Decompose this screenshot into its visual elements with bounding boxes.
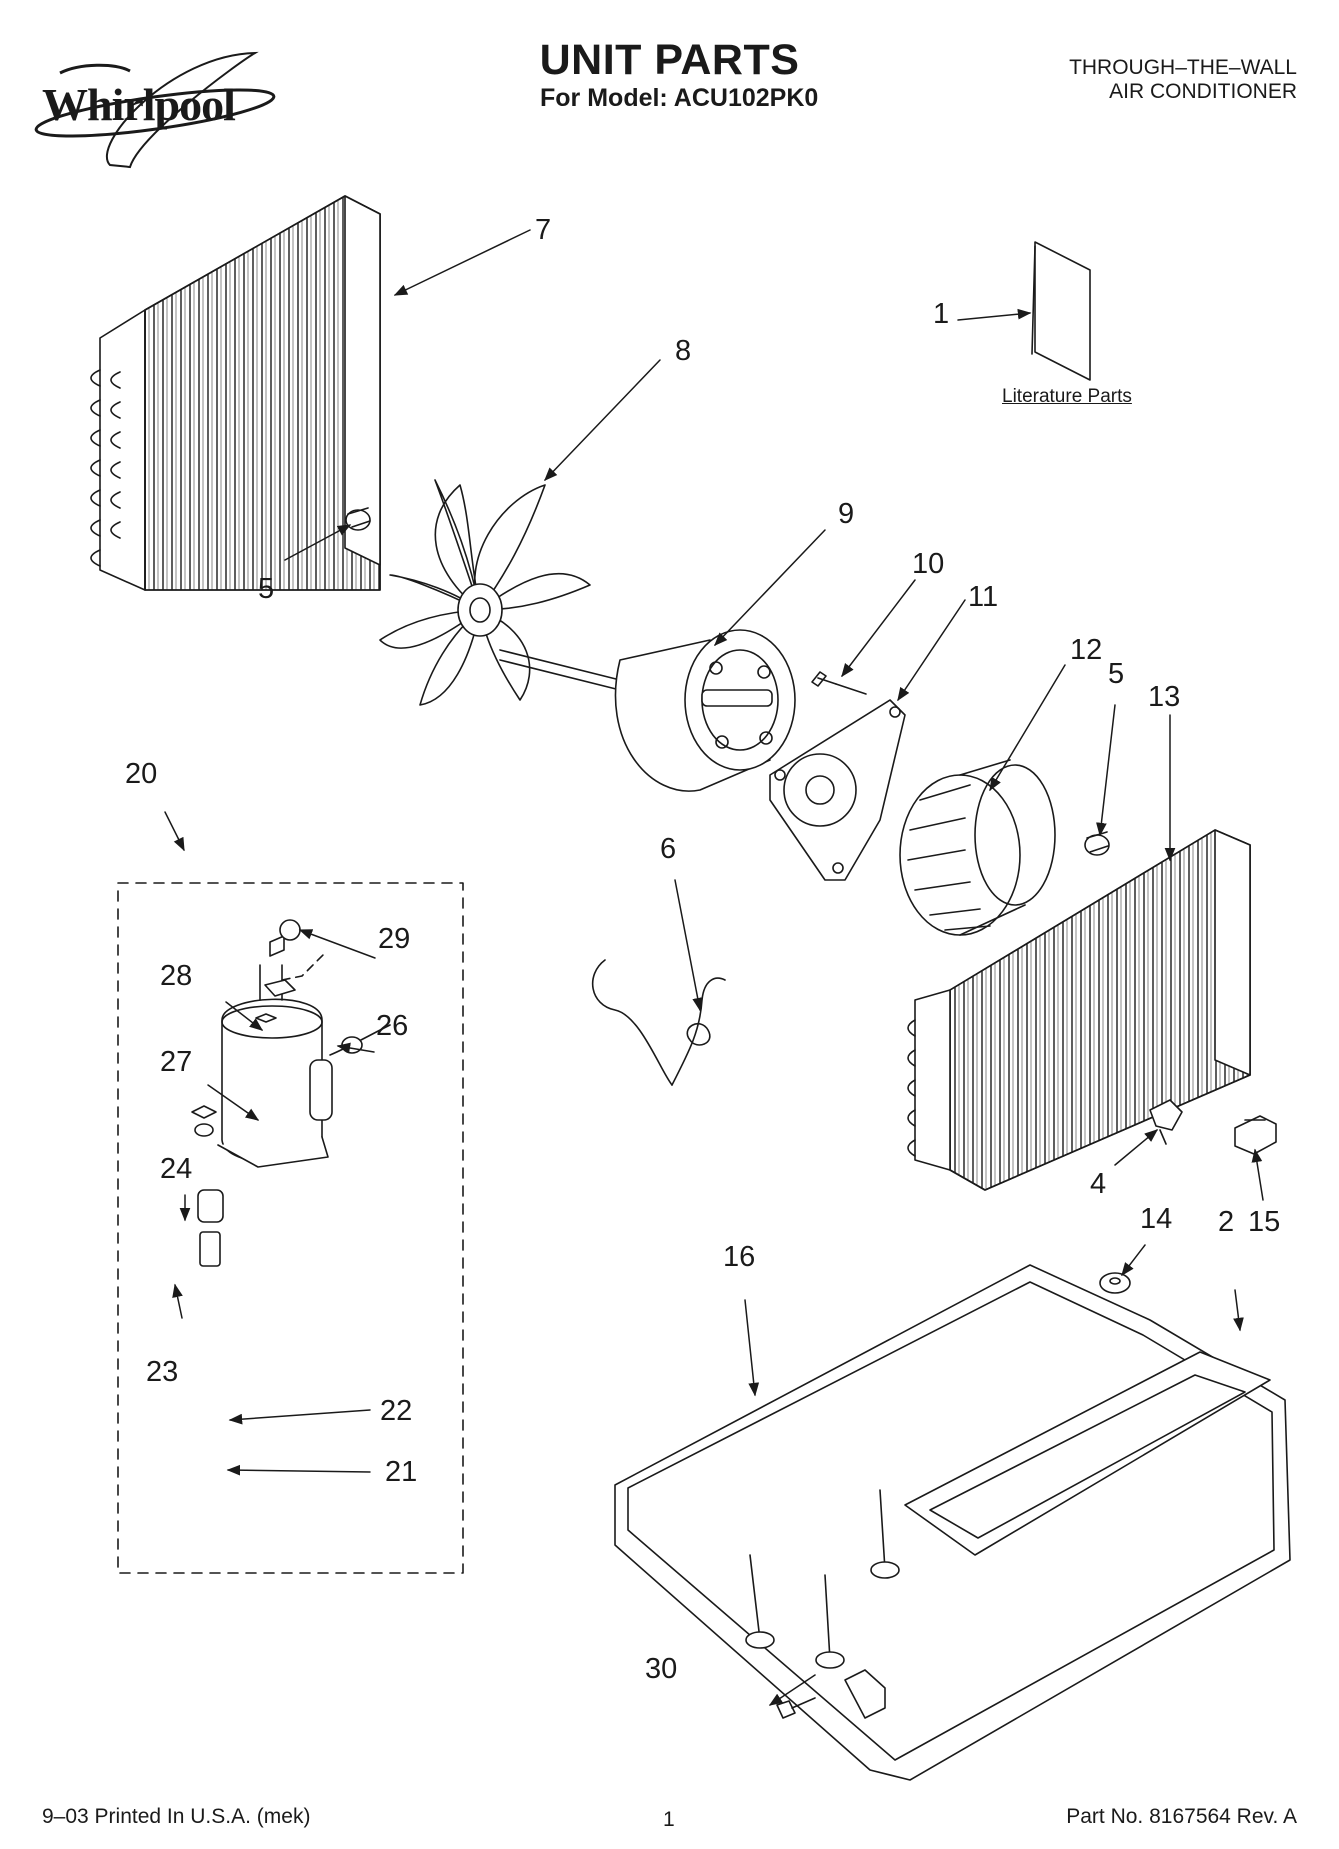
callout-23: 23 [146, 1356, 179, 1388]
leader-arrows [165, 230, 1263, 1705]
product-type-line-2: AIR CONDITIONER [1109, 80, 1297, 103]
callout-12: 12 [1070, 634, 1103, 666]
compressor [218, 951, 332, 1167]
callout-5-right: 5 [1108, 658, 1125, 690]
grommet [1100, 1273, 1130, 1293]
footer-page-number: 1 [663, 1808, 675, 1831]
fan-blade [380, 480, 590, 705]
callout-11: 11 [968, 581, 999, 613]
literature-booklet [1032, 242, 1090, 380]
literature-parts-label: Literature Parts [1002, 386, 1132, 407]
callout-22: 22 [380, 1395, 413, 1427]
callout-15: 15 [1248, 1206, 1281, 1238]
bracket-rod [593, 960, 725, 1085]
callout-6: 6 [660, 833, 677, 865]
callout-30: 30 [645, 1653, 678, 1685]
callout-20: 20 [125, 758, 158, 790]
footer-part-number: Part No. 8167564 Rev. A [1066, 1805, 1297, 1828]
model-subtitle: For Model: ACU102PK0 [540, 84, 819, 112]
callout-7: 7 [535, 214, 552, 246]
callout-29: 29 [378, 923, 411, 955]
callout-24: 24 [160, 1153, 193, 1185]
callout-26: 26 [376, 1010, 409, 1042]
coil-clip-left [346, 508, 370, 530]
evap-clip [1150, 1100, 1182, 1144]
callout-14: 14 [1140, 1203, 1173, 1235]
callout-10: 10 [912, 548, 945, 580]
whirlpool-logo [34, 51, 276, 169]
base-pan [615, 1265, 1290, 1780]
page-title: UNIT PARTS [539, 36, 800, 84]
coil-clip-right [1085, 832, 1109, 855]
callout-21: 21 [385, 1456, 418, 1488]
motor-mount-bracket [770, 700, 905, 880]
brand-wordmark: Whirlpool [42, 79, 236, 130]
blower-wheel [900, 760, 1055, 935]
callout-9: 9 [838, 498, 855, 530]
drain-bracket [1235, 1116, 1276, 1154]
callout-4: 4 [1090, 1168, 1107, 1200]
callout-1: 1 [933, 298, 950, 330]
callout-13: 13 [1148, 681, 1181, 713]
callout-28: 28 [160, 960, 193, 992]
callout-5-left: 5 [258, 573, 275, 605]
condenser-coil [91, 196, 380, 590]
callout-2: 2 [1218, 1206, 1235, 1238]
callout-16: 16 [723, 1241, 756, 1273]
fan-motor [615, 630, 795, 791]
footer-printed: 9–03 Printed In U.S.A. (mek) [42, 1805, 311, 1828]
product-type-line-1: THROUGH–THE–WALL [1069, 56, 1297, 79]
compressor-assembly-frame [118, 883, 463, 1573]
callout-27: 27 [160, 1046, 193, 1078]
motor-mount-screw [812, 672, 866, 694]
callout-8: 8 [675, 335, 692, 367]
evaporator-coil [908, 830, 1250, 1190]
